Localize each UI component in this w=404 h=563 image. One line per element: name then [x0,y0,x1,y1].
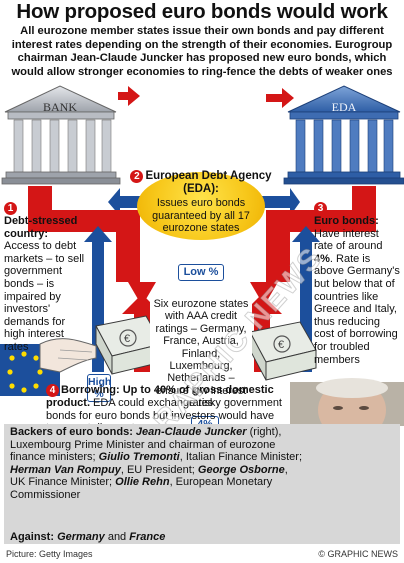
red-flow-eda [250,186,376,306]
euro-symbol-right: € [278,339,284,351]
backers-label: Backers of euro bonds: [10,426,136,438]
backer-2-name: Giulio Tremonti [98,451,180,464]
backer-4-name: George Osborne [197,463,285,476]
step-3-label: 3 Euro bonds: Have interest rate of arou… [314,202,400,366]
step-4-badge: 4 [46,384,59,397]
picture-credit: Picture: Getty Images [6,549,93,559]
step-3-badge: 3 [314,202,327,215]
step-3-body-a: Have interest rate of around [314,227,383,253]
bank-label: BANK [42,100,77,114]
euro-bundle-right: € [249,321,317,381]
backer-1-role: (right), Luxembourg Prime Minister and c… [10,426,282,464]
backer-2-role: , Italian Finance Minister; [179,451,303,464]
copyright: © GRAPHIC NEWS [318,549,398,559]
low-rate-pill: Low % [178,264,224,281]
backer-3-name: Herman Van Rompuy [10,463,121,476]
step-1-title: Debt-stressed country: [4,215,78,240]
red-arrow-into-eda [266,88,294,108]
eda-building-label: EDA [331,100,357,114]
step-3-title: Euro bonds: [314,215,379,227]
backer-3-role: , EU President; [120,463,198,476]
eda-building [283,85,404,185]
against-country-2: France [129,531,166,543]
red-arrow-bank-to-eda [118,86,140,106]
step-1-label: 1 Debt-stressed country: Access to debt … [4,202,86,354]
against-and: and [104,531,130,543]
aaa-states-text: Six eurozone states with AAA credit rati… [150,296,252,412]
blue-arrow-right [292,226,320,372]
backers-text: Backers of euro bonds: Jean-Claude Junck… [10,426,302,502]
euro-bundle-left: € [95,315,163,375]
against-text: Against: Germany and France [10,531,165,543]
backers-panel: Backers of euro bonds: Jean-Claude Junck… [4,424,400,544]
red-flow-bank [28,186,156,306]
step-2-badge: 2 [130,170,144,183]
high-rate-pill: High % [87,374,112,402]
step-1-body: Access to debt markets – to sell governm… [4,240,85,353]
backer-1-name: Jean-Claude Juncker [135,426,247,438]
bank-building [1,85,121,185]
intro-text: All eurozone member states issue their o… [11,25,393,78]
against-label: Against: [10,531,58,543]
step-4-title: Borrowing: Up to 40% of gross domestic p… [46,384,274,409]
backer-5-role: , European Monetary Commissioner [10,476,273,501]
eda-description: Issues euro bonds guaranteed by all 17 e… [152,197,250,234]
eda-title-text: European Debt Agency (EDA): [145,170,272,195]
step-3-body-c: . Rate is above Germany's but below that… [314,252,400,366]
step-1-badge: 1 [4,202,17,215]
diagram: € € [0,82,404,457]
eda-highlight [137,172,265,240]
euro-symbol-left: € [124,333,130,345]
juncker-photo [290,378,404,426]
backer-5-name: Ollie Rehn [115,476,170,489]
blue-arrow-left [84,226,112,372]
backer-4-role: , UK Finance Minister; [10,463,288,489]
page-title: How proposed euro bonds would work [16,0,388,23]
footer: Picture: Getty Images © GRAPHIC NEWS [6,549,398,559]
step-3-rate: 4% [314,252,330,265]
against-country-1: Germany [57,531,105,543]
